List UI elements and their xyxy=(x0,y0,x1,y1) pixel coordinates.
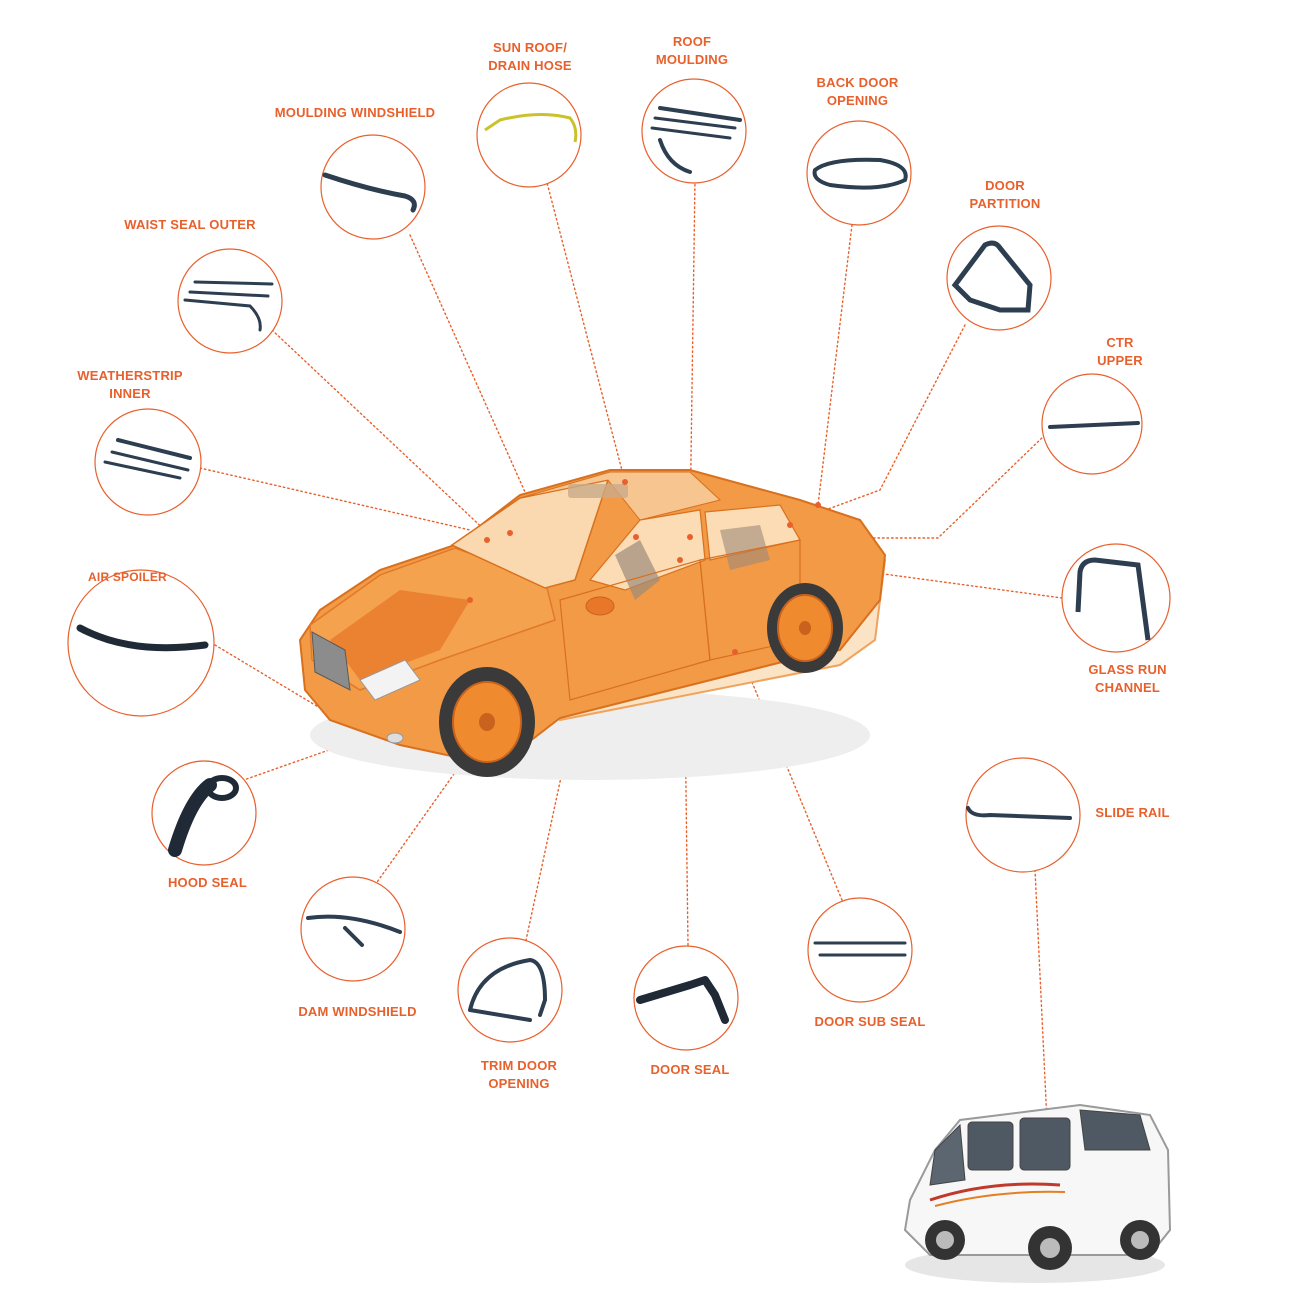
part-circle-dam-windshield xyxy=(300,876,406,982)
part-circle-door-sub-seal xyxy=(807,897,913,1003)
attach-point xyxy=(787,522,793,528)
label-door-seal: DOOR SEAL xyxy=(650,1062,730,1077)
door-partition-frame-icon xyxy=(951,240,1033,313)
label-moulding-windshield: MOULDING WINDSHIELD xyxy=(274,105,436,120)
sedan-illustration xyxy=(298,469,887,780)
label-door-sub-seal: DOOR SUB SEAL xyxy=(814,1014,926,1029)
headlight xyxy=(359,659,421,701)
leader-moulding-windshield xyxy=(409,234,526,493)
label-weatherstrip-inner: WEATHERSTRIP INNER xyxy=(77,368,183,401)
label-roof-moulding: ROOF MOULDING xyxy=(655,34,729,67)
leader-ctr-upper xyxy=(867,434,1046,539)
fog-light xyxy=(386,732,404,744)
label-waist-seal-outer: WAIST SEAL OUTER xyxy=(124,217,256,232)
part-circle-ctr-upper xyxy=(1041,373,1143,475)
side-mirror xyxy=(585,596,615,616)
label-air-spoiler: AIR SPOILER xyxy=(88,570,167,584)
attach-point xyxy=(507,530,513,536)
attach-point xyxy=(484,537,490,543)
glass-run-channel-icon xyxy=(1075,557,1151,641)
part-circle-back-door-opening xyxy=(806,120,912,226)
attach-point xyxy=(815,502,821,508)
label-sun-roof-drain-hose: SUN ROOF/ DRAIN HOSE xyxy=(488,40,572,73)
attach-point xyxy=(622,479,628,485)
label-door-partition: DOOR PARTITION xyxy=(969,178,1041,211)
leader-door-sub-seal xyxy=(741,657,843,901)
front-grille xyxy=(311,631,351,691)
part-circle-air-spoiler xyxy=(67,569,215,717)
front-seat xyxy=(615,540,660,600)
part-circle-weatherstrip-inner xyxy=(94,408,202,516)
attach-point xyxy=(732,649,738,655)
ctr-upper-strip-icon xyxy=(1048,421,1140,429)
hood-seal-profile-icon xyxy=(168,775,239,857)
leader-door-partition xyxy=(819,324,966,513)
label-back-door-opening: BACK DOOR OPENING xyxy=(816,75,899,108)
label-dam-windshield: DAM WINDSHIELD xyxy=(298,1004,417,1019)
sunroof xyxy=(568,484,628,498)
rear-wheel xyxy=(767,583,843,673)
part-circle-waist-seal-outer xyxy=(177,248,283,354)
drain-hose-icon xyxy=(484,112,578,143)
part-circle-hood-seal xyxy=(151,760,257,866)
attach-point xyxy=(677,557,683,563)
dam-windshield-strip-icon xyxy=(306,914,402,947)
part-circle-roof-moulding xyxy=(641,78,747,184)
part-circle-slide-rail xyxy=(965,757,1081,873)
car-roof xyxy=(519,471,722,521)
roof-moulding-strips-icon xyxy=(650,106,742,174)
door-seal-corner-icon xyxy=(636,976,729,1024)
label-slide-rail: SLIDE RAIL xyxy=(1095,805,1170,820)
label-trim-door-opening: TRIM DOOR OPENING xyxy=(480,1058,558,1091)
front-side-window xyxy=(588,509,706,591)
label-glass-run-channel: GLASS RUN CHANNEL xyxy=(1088,662,1167,695)
slide-rail-icon xyxy=(966,806,1072,820)
part-circle-door-partition xyxy=(946,225,1052,331)
attach-point xyxy=(467,597,473,603)
label-hood-seal: HOOD SEAL xyxy=(167,875,248,890)
attach-point xyxy=(633,534,639,540)
windshield-moulding-strip-icon xyxy=(322,172,417,213)
leader-sun-roof xyxy=(544,174,626,483)
attach-point xyxy=(687,534,693,540)
back-door-seal-loop-icon xyxy=(812,157,908,190)
hood-panel xyxy=(330,590,470,680)
front-wheel xyxy=(439,667,535,777)
label-ctr-upper: CTR UPPER xyxy=(1097,335,1143,368)
part-circle-door-seal xyxy=(633,945,739,1051)
air-spoiler-icon xyxy=(76,624,209,652)
trim-door-loop-icon xyxy=(468,957,548,1022)
waist-seal-strips-icon xyxy=(183,280,274,332)
leader-waist-seal xyxy=(271,329,491,536)
part-circle-sun-roof xyxy=(476,82,582,188)
leader-weatherstrip xyxy=(199,467,471,531)
part-circle-trim-door-opening xyxy=(457,937,563,1043)
rear-seat xyxy=(720,525,770,570)
part-circle-glass-run-channel xyxy=(1061,543,1171,653)
car-windshield xyxy=(450,479,610,589)
part-circle-moulding-windshield xyxy=(320,134,426,240)
van-illustration xyxy=(903,1103,1172,1283)
leader-back-door xyxy=(817,224,853,506)
weatherstrip-strips-icon xyxy=(103,438,192,480)
door-sub-seal-strips-icon xyxy=(813,941,907,957)
